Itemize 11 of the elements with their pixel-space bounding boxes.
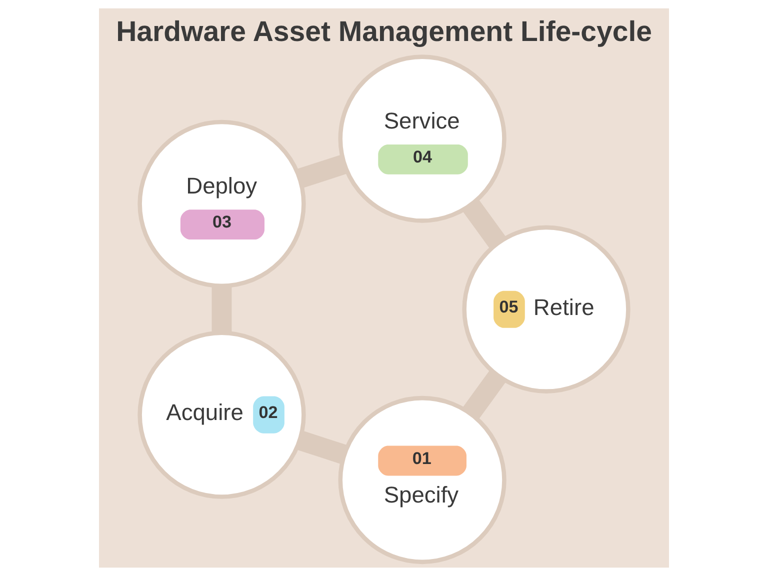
connector — [296, 430, 348, 464]
connector — [462, 199, 506, 249]
connector — [462, 370, 506, 420]
node-circle: Acquire 02 — [138, 330, 306, 499]
node-circle: 01 Specify — [338, 396, 506, 564]
connector — [212, 286, 232, 333]
connector — [296, 154, 348, 188]
node-circle: Service 04 — [338, 54, 506, 223]
node-circle: Deploy 03 — [138, 120, 306, 288]
node-circle: 05 Retire — [462, 225, 630, 394]
diagram-title: Hardware Asset Management Life-cycle — [116, 16, 652, 48]
